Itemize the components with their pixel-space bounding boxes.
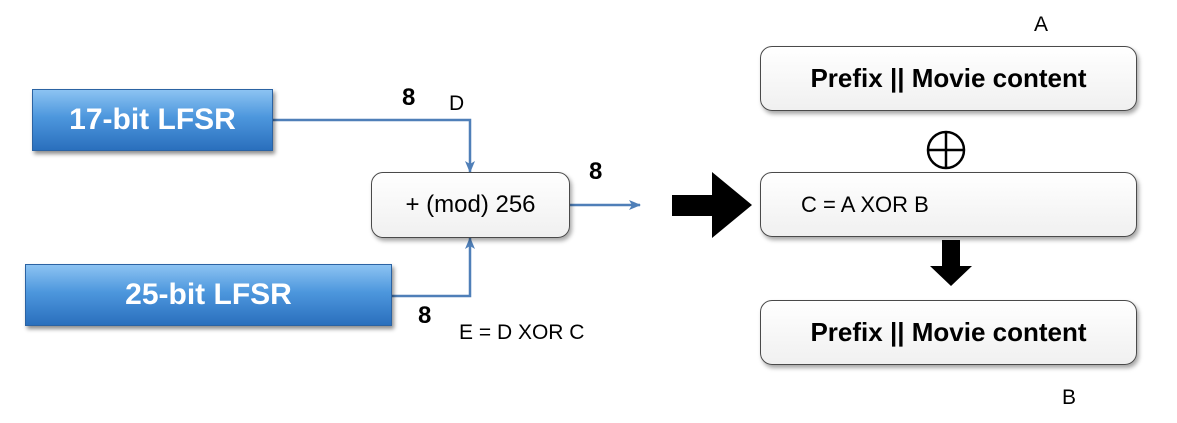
- xor-circle-icon: [926, 130, 966, 170]
- adder-label: + (mod) 256: [405, 191, 536, 218]
- lfsr-17-bit-box: 17-bit LFSR: [32, 89, 273, 151]
- bit-width-top-label: 8: [402, 84, 416, 111]
- label-e-equation: E = D XOR C: [459, 321, 585, 344]
- right-arrow-icon: [672, 172, 752, 238]
- c-equals-a-xor-b-box: C = A XOR B: [760, 172, 1137, 237]
- bit-width-bottom-label: 8: [418, 302, 432, 329]
- prefix-movie-content-box-b: Prefix || Movie content: [760, 300, 1137, 365]
- label-d: D: [449, 92, 465, 115]
- bit-width-output-label: 8: [589, 158, 603, 185]
- label-a: A: [1034, 13, 1049, 36]
- lfsr-25-bit-box: 25-bit LFSR: [25, 264, 392, 326]
- prefix-movie-content-box-a: Prefix || Movie content: [760, 46, 1137, 111]
- down-arrow-icon: [930, 240, 972, 286]
- connector-top-lfsr: [273, 118, 475, 173]
- box-c-label: C = A XOR B: [801, 191, 929, 217]
- box-b-label: Prefix || Movie content: [810, 317, 1087, 347]
- label-b: B: [1062, 386, 1077, 409]
- connector-bottom-lfsr: [392, 237, 475, 298]
- box-a-label: Prefix || Movie content: [810, 63, 1087, 93]
- lfsr-17-bit-label: 17-bit LFSR: [69, 103, 236, 136]
- adder-mod-256-box: + (mod) 256: [371, 172, 570, 238]
- lfsr-25-bit-label: 25-bit LFSR: [125, 278, 292, 311]
